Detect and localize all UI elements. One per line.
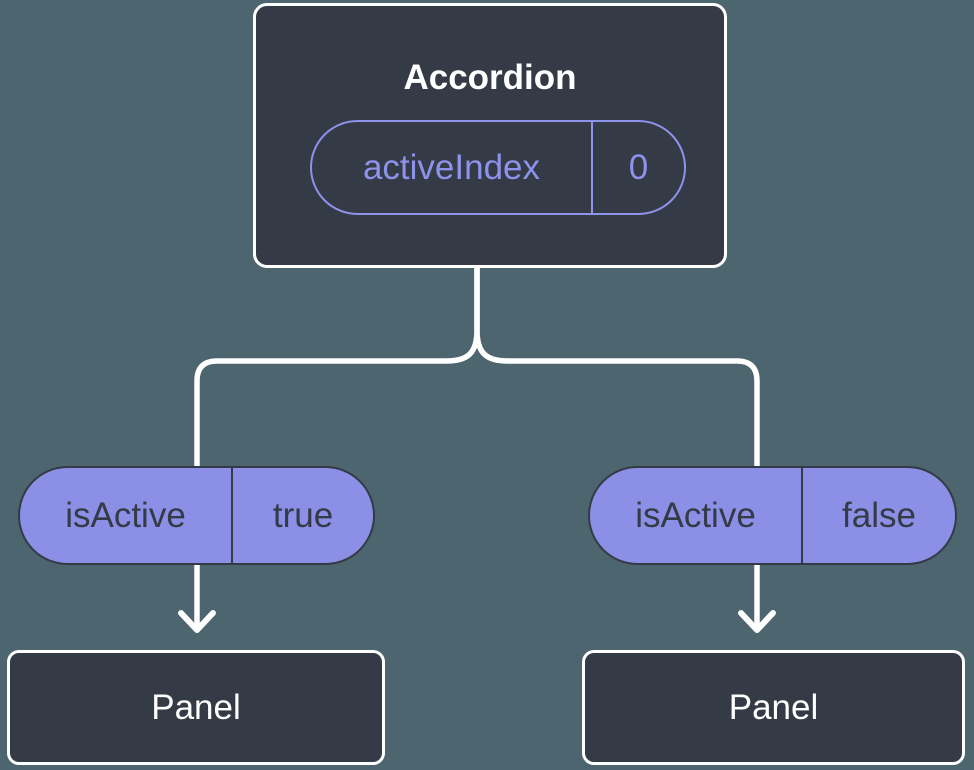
panel-label: Panel <box>728 687 819 727</box>
fork-branch-right <box>474 265 760 471</box>
panel-node-left: Panel <box>7 650 385 765</box>
prop-name: isActive <box>635 495 756 535</box>
prop-pill-isactive-false: isActive false <box>588 466 957 565</box>
prop-name: isActive <box>65 495 186 535</box>
panel-label: Panel <box>151 687 241 727</box>
panel-node-right: Panel <box>582 650 965 765</box>
active-index-state-pill: activeIndex 0 <box>310 120 686 215</box>
accordion-title: Accordion <box>403 58 577 97</box>
accordion-component-node: Accordion activeIndex 0 <box>253 3 727 268</box>
prop-value: true <box>231 468 373 563</box>
prop-pill-isactive-true: isActive true <box>18 466 375 565</box>
state-name: activeIndex <box>362 147 541 187</box>
arrow-head-right <box>738 610 776 633</box>
arrow-head-left <box>178 610 216 633</box>
prop-value: false <box>801 468 955 563</box>
fork-branch-left <box>194 265 480 471</box>
state-value: 0 <box>591 122 684 213</box>
